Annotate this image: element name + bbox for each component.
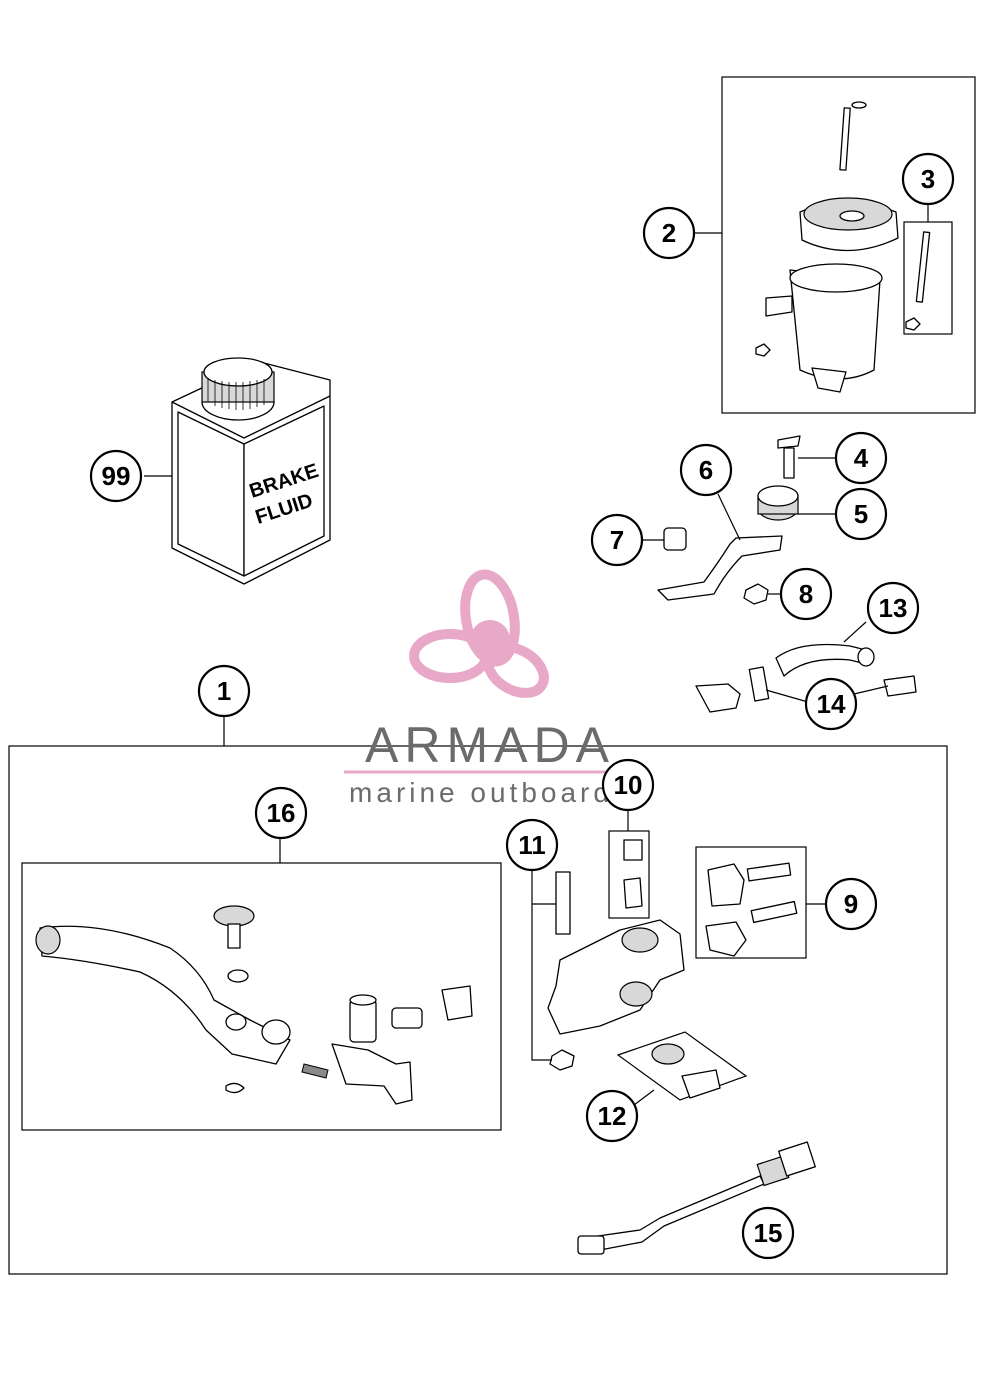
callout-number: 13 xyxy=(879,593,908,623)
callout-number: 16 xyxy=(267,798,296,828)
callout-number: 2 xyxy=(662,218,676,248)
leader-lines xyxy=(144,204,929,1109)
callout-3: 3 xyxy=(901,152,955,206)
watermark-brand: ARMADA xyxy=(365,717,615,773)
watermark-tagline: marine outboards xyxy=(349,777,631,808)
lever-group-box xyxy=(21,862,502,1131)
callout-number: 3 xyxy=(921,164,935,194)
master-cylinder-body xyxy=(547,839,798,1099)
callout-number: 14 xyxy=(817,689,846,719)
callout-13: 13 xyxy=(866,581,920,635)
callout-4: 4 xyxy=(834,431,888,485)
callout-number: 9 xyxy=(844,889,858,919)
callout-2: 2 xyxy=(642,206,696,260)
callout-number: 6 xyxy=(699,455,713,485)
callout-12: 12 xyxy=(585,1089,639,1143)
brake-light-switch xyxy=(577,1141,816,1255)
callout-5: 5 xyxy=(834,487,888,541)
armada-watermark: ARMADA marine outboards xyxy=(344,569,636,808)
callout-number: 11 xyxy=(518,830,546,860)
callout-15: 15 xyxy=(741,1206,795,1260)
callout-14: 14 xyxy=(804,677,858,731)
seal-kit-box xyxy=(616,1031,748,1101)
callout-number: 1 xyxy=(217,676,231,706)
callout-9: 9 xyxy=(824,877,878,931)
brake-fluid-bottle: BRAKE FLUID xyxy=(171,357,331,585)
callout-number: 5 xyxy=(854,499,868,529)
propeller-blade xyxy=(460,569,520,667)
callout-8: 8 xyxy=(779,567,833,621)
bracket-parts xyxy=(657,435,801,605)
bleeder-box xyxy=(608,830,650,919)
reservoir-assembly xyxy=(755,101,931,393)
callout-11: 11 xyxy=(505,818,559,872)
callout-99: 99 xyxy=(89,449,143,503)
callout-7: 7 xyxy=(590,513,644,567)
callout-number: 4 xyxy=(854,443,869,473)
hose-and-fittings xyxy=(695,643,917,713)
callout-6: 6 xyxy=(679,443,733,497)
callout-1: 1 xyxy=(197,664,251,718)
callout-number: 7 xyxy=(610,525,624,555)
callout-10: 10 xyxy=(601,758,655,812)
callout-number: 12 xyxy=(598,1101,627,1131)
callout-number: 8 xyxy=(799,579,813,609)
callout-number: 99 xyxy=(102,461,131,491)
clamp-box xyxy=(695,846,807,959)
callout-number: 10 xyxy=(614,770,643,800)
propeller-hub xyxy=(470,620,510,660)
reservoir-group-box xyxy=(721,76,976,414)
callout-number: 15 xyxy=(754,1218,783,1248)
lever-assembly xyxy=(35,905,473,1105)
master-cylinder-group-box xyxy=(8,745,948,1275)
callout-16: 16 xyxy=(254,786,308,840)
